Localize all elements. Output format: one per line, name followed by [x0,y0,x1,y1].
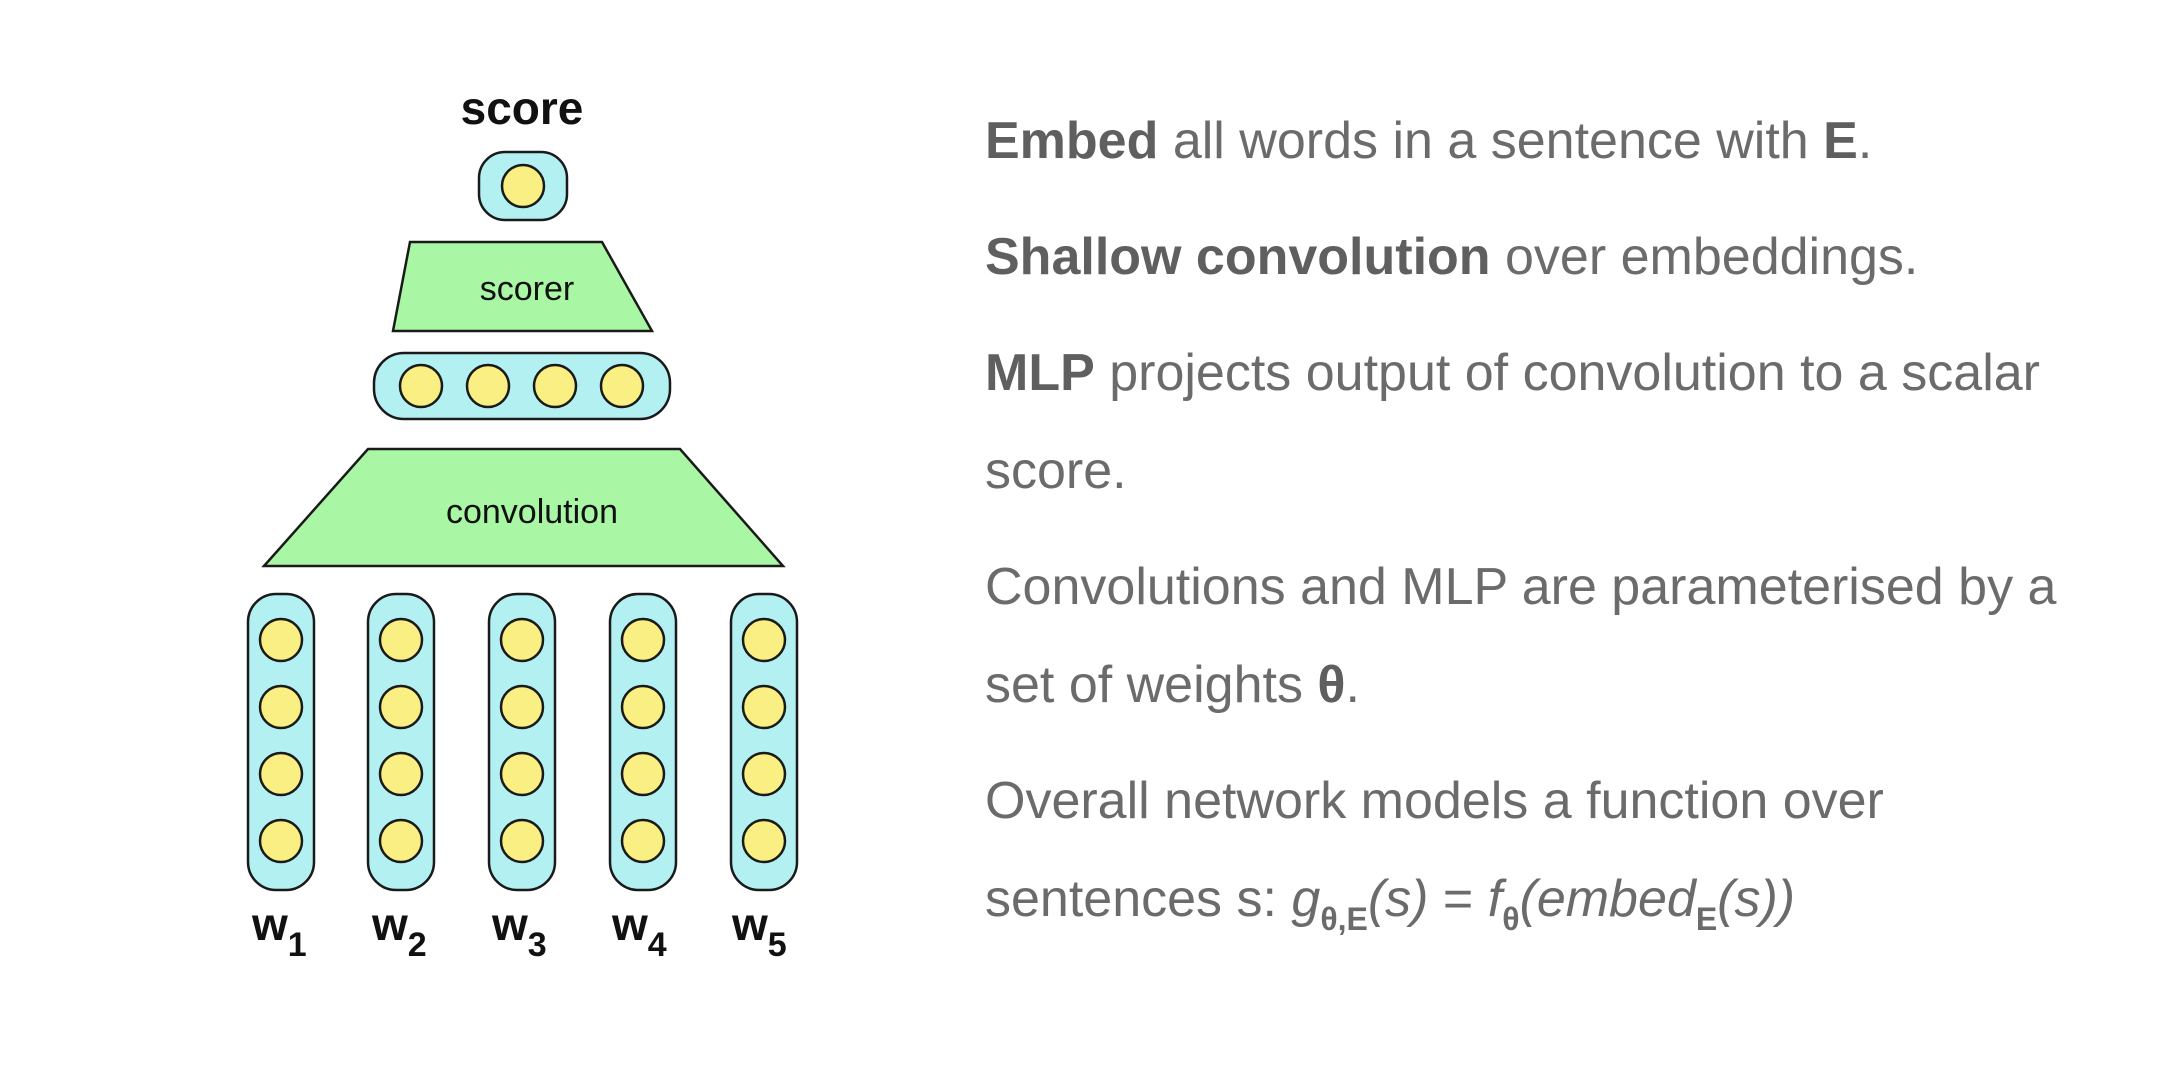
word-label-2: w2 [371,898,427,964]
word-label-4: w4 [611,898,667,964]
hidden-layer-cell [372,351,672,421]
word-column-4 [608,592,678,892]
word-label-1: w1 [251,898,307,964]
hidden-node [599,363,645,409]
scorer-block [391,240,655,333]
para-mlp: MLP projects output of convolution to a … [985,344,2040,500]
para-convolution: Shallow convolution over embeddings. [985,228,1919,286]
neural-network-diagram: score scorer convolution [246,82,799,964]
hidden-layer-nodes [398,363,645,409]
scorer-label: scorer [480,270,574,308]
convolution-block [261,447,786,568]
word-embedding-columns [246,592,799,892]
para-function: Overall network models a function over s… [985,772,1884,937]
word-label-5: w5 [731,898,787,964]
word-column-3 [487,592,557,892]
word-column-2 [366,592,436,892]
word-label-3: w3 [491,898,547,964]
convolution-label: convolution [446,493,618,531]
score-node [500,163,546,209]
hidden-node [532,363,578,409]
hidden-node [465,363,511,409]
score-label: score [461,82,584,134]
word-labels: w1 w2 w3 w4 w5 [251,898,787,964]
para-embed: Embed all words in a sentence with E. [985,112,1873,170]
description-text: Embed all words in a sentence with E. Sh… [985,92,2135,986]
para-weights: Convolutions and MLP are parameterised b… [985,558,2057,714]
word-column-5 [729,592,799,892]
word-column-1 [246,592,316,892]
hidden-node [398,363,444,409]
